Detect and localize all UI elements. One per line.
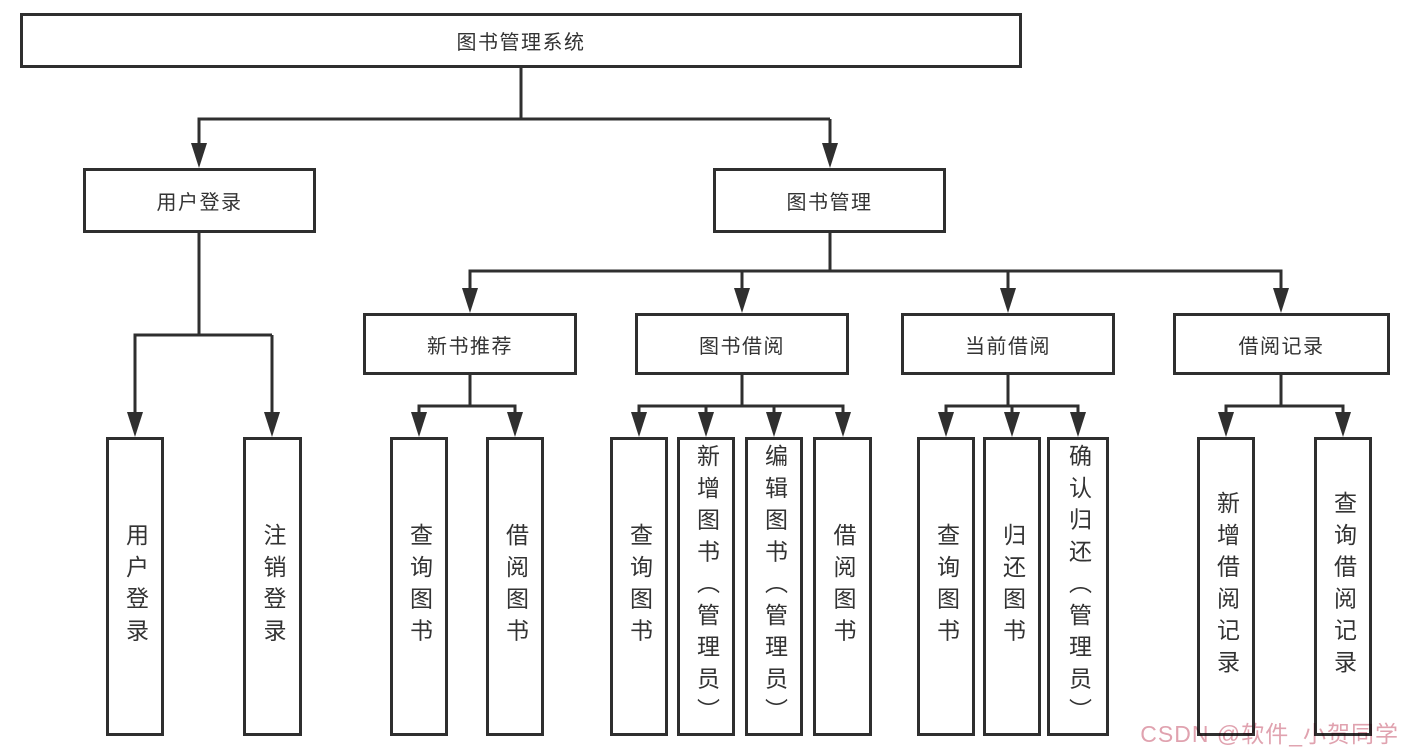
leaf-confirm-return-admin: 确认归还（管理员） — [1047, 437, 1109, 736]
node-book-management: 图书管理 — [713, 168, 946, 233]
node-label: 查询图书 — [626, 523, 653, 650]
node-library-management-system: 图书管理系统 — [20, 13, 1022, 68]
leaf-query-book-current: 查询图书 — [917, 437, 975, 736]
leaf-borrow-book-recommend: 借阅图书 — [486, 437, 544, 736]
leaf-edit-book-admin: 编辑图书（管理员） — [745, 437, 803, 736]
leaf-return-book: 归还图书 — [983, 437, 1041, 736]
node-label: 归还图书 — [999, 523, 1026, 650]
node-book-borrow: 图书借阅 — [635, 313, 849, 375]
node-label: 确认归还（管理员） — [1065, 443, 1092, 730]
csdn-watermark: CSDN @软件_小贺同学 — [1140, 721, 1399, 747]
node-label: 当前借阅 — [965, 335, 1051, 358]
leaf-query-book-borrow: 查询图书 — [610, 437, 668, 736]
node-current-borrow: 当前借阅 — [901, 313, 1115, 375]
node-label: 借阅图书 — [830, 523, 856, 650]
node-user-login: 用户登录 — [83, 168, 316, 233]
node-label: 图书管理 — [786, 192, 873, 214]
node-label: 用户登录 — [122, 523, 149, 650]
node-label: 用户登录 — [156, 192, 243, 214]
node-label: 查询图书 — [406, 523, 433, 650]
node-label: 新增图书（管理员） — [693, 443, 720, 730]
node-label: 注销登录 — [260, 523, 286, 650]
node-new-book-recommend: 新书推荐 — [363, 313, 577, 375]
leaf-borrow-book: 借阅图书 — [813, 437, 872, 736]
node-label: 新增借阅记录 — [1213, 491, 1240, 682]
leaf-add-borrow-record: 新增借阅记录 — [1197, 437, 1255, 736]
leaf-query-borrow-record: 查询借阅记录 — [1314, 437, 1372, 736]
leaf-add-book-admin: 新增图书（管理员） — [677, 437, 735, 736]
node-label: 图书管理系统 — [456, 32, 586, 54]
node-borrow-record: 借阅记录 — [1173, 313, 1390, 375]
node-label: 查询图书 — [933, 523, 960, 650]
node-label: 查询借阅记录 — [1330, 491, 1357, 682]
node-label: 借阅图书 — [502, 523, 529, 650]
leaf-user-login: 用户登录 — [106, 437, 164, 736]
node-label: 借阅记录 — [1238, 335, 1325, 358]
node-label: 新书推荐 — [427, 335, 513, 358]
leaf-query-book-recommend: 查询图书 — [390, 437, 448, 736]
node-label: 图书借阅 — [699, 335, 785, 358]
leaf-logout: 注销登录 — [243, 437, 302, 736]
node-label: 编辑图书（管理员） — [761, 443, 788, 730]
